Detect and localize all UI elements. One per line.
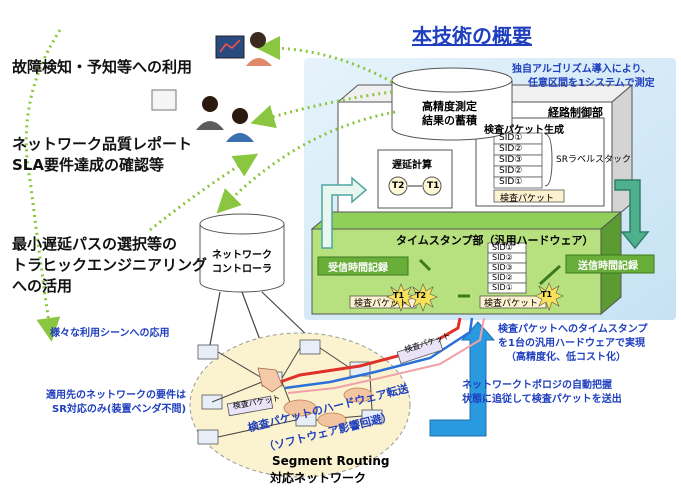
net-packet-top-box <box>396 337 444 365</box>
ts-t1-mid: T1 <box>541 290 553 299</box>
use-quality-report-l1: ネットワーク品質レポート <box>12 135 193 153</box>
t2-burst-left <box>408 283 438 312</box>
use-te-l3: への活用 <box>12 277 73 295</box>
t1-circle <box>422 176 442 196</box>
gen-sid-2: SID② <box>499 144 523 154</box>
gen-sid-1: SID① <box>499 133 523 143</box>
delay-calc-box <box>377 149 453 209</box>
ts-sid-3: SID③ <box>492 263 513 272</box>
gen-sid-4: SID② <box>499 166 523 176</box>
timestamp-title: タイムスタンプ部（汎用ハードウェア） <box>396 234 594 247</box>
gen-packet-label: 検査パケット <box>500 194 555 204</box>
ts-sid-1: SID① <box>492 243 513 252</box>
pink-path <box>287 317 485 394</box>
ts-sid-5: SID① <box>492 283 513 292</box>
red-path <box>279 317 462 384</box>
recv-box <box>317 256 409 276</box>
ts-note-l3: （高精度化、低コスト化） <box>506 352 626 363</box>
gen-sid-stack <box>493 132 565 203</box>
sr-stack-brace <box>544 133 553 187</box>
ts-sid-2: SID② <box>492 253 513 262</box>
arrow-up-blue <box>429 321 496 437</box>
ts-packet-left: 検査パケット <box>354 299 409 309</box>
hand-icon <box>257 367 283 393</box>
req-note-l2: SR対応のみ(装置ベンダ不問) <box>52 404 187 415</box>
controller-cylinder <box>199 213 285 293</box>
diagram-title: 本技術の概要 <box>412 24 532 48</box>
storage-label-l2: 結果の蓄積 <box>422 114 477 127</box>
topo-note-l1: ネットワークトポロジの自動把握 <box>462 380 612 391</box>
delay-calc-label: 遅延計算 <box>392 160 432 171</box>
timestamp-box-top <box>310 211 623 230</box>
cloud-3 <box>343 387 373 403</box>
t2-label: T2 <box>392 181 405 191</box>
person-monitor-icon <box>215 32 272 66</box>
routing-title: 経路制御部 <box>548 106 603 119</box>
ts-packet-mid: 検査パケット <box>484 299 539 309</box>
top-note-l2: 任意区間を1システムで測定 <box>528 78 655 89</box>
t1-label: T1 <box>427 181 440 191</box>
storage-cylinder <box>391 67 513 141</box>
send-label: 送信時間記録 <box>578 261 638 272</box>
use-scenes: 様々な利用シーンへの応用 <box>50 328 170 339</box>
storage-label-l1: 高精度測定 <box>422 100 477 113</box>
cloud-2 <box>317 412 347 428</box>
sr-stack-label: SRラベルスタック <box>556 155 631 165</box>
ts-note-l1: 検査パケットへのタイムスタンプ <box>498 324 648 335</box>
sr-net-label-l1: Segment Routing <box>272 454 390 468</box>
green-arrow-down-left <box>418 258 432 272</box>
dotted-arrow-top <box>256 36 393 84</box>
gen-sid-5: SID① <box>499 177 523 187</box>
ts-t1-left: T1 <box>393 291 405 300</box>
ts-sid-stack <box>487 242 527 294</box>
gen-sid-3: SID③ <box>499 155 523 165</box>
top-note-l1: 独自アルゴリズム導入により、 <box>512 64 652 75</box>
gen-title: 検査パケット生成 <box>484 125 564 136</box>
cloud-1 <box>283 399 317 417</box>
ts-t2-left: T2 <box>415 291 427 300</box>
arrow-down-right <box>614 179 650 250</box>
use-te-l1: 最小遅延パスの選択等の <box>12 235 178 253</box>
controller-label-l1: ネットワーク <box>212 250 272 261</box>
use-te-l2: トラヒックエンジニアリング <box>12 256 208 274</box>
arrow-up-left <box>321 176 368 249</box>
topo-note-l2: 状態に追従して検査パケットを送出 <box>462 394 622 405</box>
dotted-left-loop <box>24 29 62 342</box>
net-packet-left-box <box>226 395 274 417</box>
recv-label: 受信時間記録 <box>328 263 388 274</box>
sr-net-label-l2: 対応ネットワーク <box>270 471 367 485</box>
people-meeting-icon <box>151 89 254 142</box>
t1-burst-left <box>386 283 416 312</box>
t2-circle <box>388 176 408 196</box>
controller-label-l2: コントローラ <box>212 264 272 275</box>
use-fault-detection: 故障検知・予知等への利用 <box>12 58 193 76</box>
use-quality-report-l2: SLA要件達成の確認等 <box>12 156 164 174</box>
dotted-arrow-ctl <box>149 153 259 232</box>
ts-note-l2: を1台の汎用ハードウェアで実現 <box>498 338 645 349</box>
send-box <box>565 254 655 274</box>
req-note-l1: 適用先のネットワークの要件は <box>46 390 186 401</box>
blue-path <box>284 317 474 390</box>
t1-burst-mid <box>534 282 564 311</box>
ts-sid-4: SID② <box>492 273 513 282</box>
green-arrow-send <box>538 264 562 286</box>
